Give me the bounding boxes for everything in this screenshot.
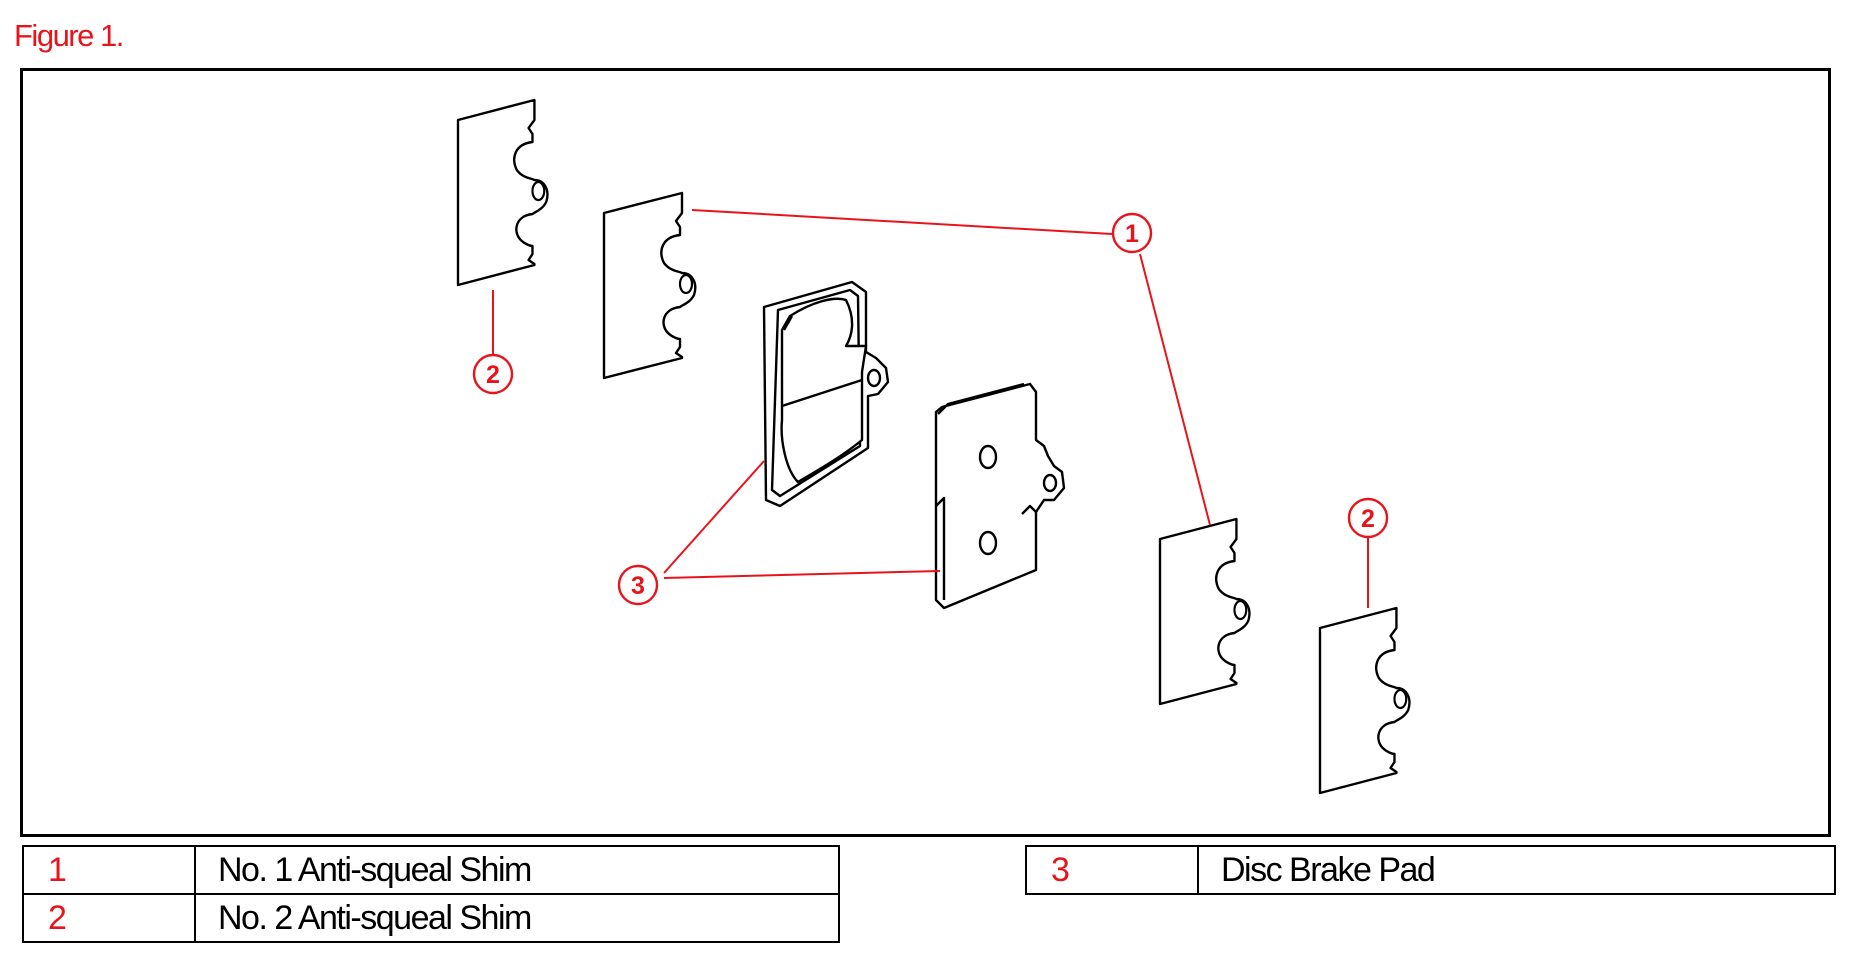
disc-brake-pad-back [934,382,1066,610]
callout-1: 1 [1111,212,1153,254]
legend-table-left: 1 No. 1 Anti-squeal Shim 2 No. 2 Anti-sq… [22,845,840,943]
anti-squeal-shim-no2-upper [456,98,549,287]
legend-number: 1 [22,845,196,895]
callout-2-upper: 2 [472,353,514,395]
legend-label: Disc Brake Pad [1197,845,1836,895]
callout-2-lower: 2 [1347,497,1389,539]
callout-3-number: 3 [631,572,645,600]
figure-title: Figure 1. [14,18,124,53]
anti-squeal-shim-no2-lower [1318,606,1411,795]
legend-row: 2 No. 2 Anti-squeal Shim [22,893,840,943]
legend-row: 3 Disc Brake Pad [1025,845,1836,895]
callout-1-number: 1 [1125,220,1139,248]
legend-label: No. 2 Anti-squeal Shim [194,893,840,943]
anti-squeal-shim-no1-upper [602,191,697,380]
legend-number: 3 [1025,845,1199,895]
anti-squeal-shim-no1-lower [1158,517,1251,706]
leader-lines [492,209,1369,608]
legend-table-right: 3 Disc Brake Pad [1025,845,1836,895]
callout-3: 3 [617,564,659,606]
callout-2-upper-number: 2 [486,361,500,389]
disc-brake-pad-front [762,280,890,508]
legend-row: 1 No. 1 Anti-squeal Shim [22,845,840,895]
diagram-frame [20,68,1831,837]
legend-number: 2 [22,893,196,943]
callout-2-lower-number: 2 [1361,505,1375,533]
legend-label: No. 1 Anti-squeal Shim [194,845,840,895]
